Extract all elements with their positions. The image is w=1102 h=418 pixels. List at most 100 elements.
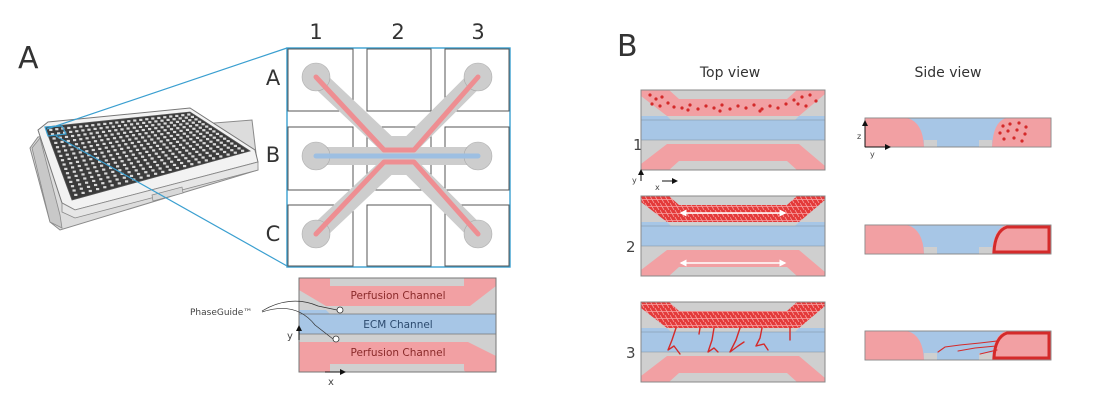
plate-well (74, 143, 79, 146)
plate-well (166, 132, 170, 135)
plate-well (175, 166, 179, 170)
plate-well (143, 159, 147, 162)
plate-well (81, 191, 85, 194)
plate-well (159, 140, 163, 143)
plate-well (81, 142, 85, 145)
plate-well (212, 150, 216, 153)
cell-dot (720, 103, 724, 107)
plate-well (169, 121, 173, 124)
plate-well (223, 137, 227, 140)
ecm-channel-label: ECM Channel (363, 319, 432, 331)
plate-well (130, 123, 134, 126)
plate-well (175, 140, 180, 143)
plate-well (64, 149, 68, 152)
plate-well (216, 145, 220, 148)
plate-well (113, 174, 117, 177)
plate-well (98, 160, 102, 163)
plate-well (132, 165, 136, 168)
ecm-channel (641, 332, 825, 352)
plate-well (69, 130, 73, 133)
plate-well (111, 125, 115, 128)
plate-well (157, 116, 161, 119)
plate-well (157, 123, 161, 126)
plate-well (195, 130, 199, 133)
plate-well (102, 168, 106, 171)
top-view-y-axis-label: y (632, 176, 637, 185)
side-endothelial-tube (992, 331, 1051, 360)
cell-dot (658, 104, 662, 108)
side-view-z-axis-label: z (857, 132, 861, 141)
plate-well (71, 134, 75, 138)
side-view-title: Side view (915, 65, 982, 81)
plate-well (179, 123, 183, 126)
plate-well (97, 174, 101, 177)
bottom-perfusion-channel (641, 356, 825, 382)
plate-well (75, 160, 80, 163)
plate-well (182, 126, 186, 129)
plate-well (91, 124, 95, 127)
plate-well (143, 139, 147, 142)
angiogenic-sprout (667, 327, 681, 355)
plate-well (146, 162, 150, 165)
plate-well (108, 141, 113, 144)
plate-well (69, 180, 73, 183)
plate-well (93, 127, 97, 130)
plate-well (137, 140, 141, 143)
plate-well (122, 163, 127, 166)
plate-well (79, 187, 83, 190)
side-cell-dot (998, 131, 1002, 135)
plate-well (190, 163, 194, 166)
plate-well (181, 154, 185, 157)
plate-well (131, 153, 135, 156)
plate-well (94, 183, 98, 187)
plate-well (62, 145, 66, 148)
plate-well (85, 150, 89, 153)
column-label-3: 3 (471, 20, 484, 44)
plate-well (147, 154, 152, 157)
perfusion-channel-bottom (313, 159, 481, 237)
plate-well (223, 150, 227, 154)
plate-well (209, 147, 213, 150)
plate-well (129, 174, 134, 177)
row-label-c: C (266, 222, 281, 246)
plate-well (151, 124, 155, 127)
phaseguide-marker-bottom (332, 335, 340, 343)
plate-well (95, 170, 99, 173)
cell-dot (728, 107, 732, 111)
plate-well (109, 122, 113, 125)
cell-dot (666, 101, 670, 105)
plate-well (85, 181, 89, 184)
plate-well (98, 147, 102, 150)
plate-well (120, 128, 124, 131)
plate-well (144, 171, 148, 174)
plate-well (86, 185, 91, 188)
plate-well (99, 178, 103, 181)
plate-well (70, 185, 75, 188)
side-cell-dot (1002, 137, 1006, 141)
side-cell-dot (1006, 129, 1010, 133)
plate-well (166, 118, 170, 121)
plate-well (84, 163, 88, 166)
plate-well (163, 116, 167, 119)
plate-well (206, 138, 210, 141)
plate-well (137, 172, 141, 176)
plate-well (79, 125, 83, 128)
plate-well (215, 132, 220, 135)
plate-well (226, 146, 230, 149)
plate-well (158, 147, 162, 151)
plate-well (172, 145, 176, 148)
plate-well (120, 147, 124, 150)
cell-dot (648, 93, 652, 97)
plate-well (87, 141, 91, 144)
step-label-3: 3 (626, 344, 636, 362)
plate-well (116, 132, 120, 135)
plate-well (54, 141, 58, 144)
plate-well (122, 151, 126, 154)
plate-well (166, 139, 170, 142)
step-label-1: 1 (633, 136, 643, 154)
plate-well (103, 122, 107, 125)
plate-well (129, 130, 133, 133)
plate-well (125, 135, 129, 138)
top-view-step-3 (640, 301, 826, 383)
plate-well (78, 151, 82, 154)
